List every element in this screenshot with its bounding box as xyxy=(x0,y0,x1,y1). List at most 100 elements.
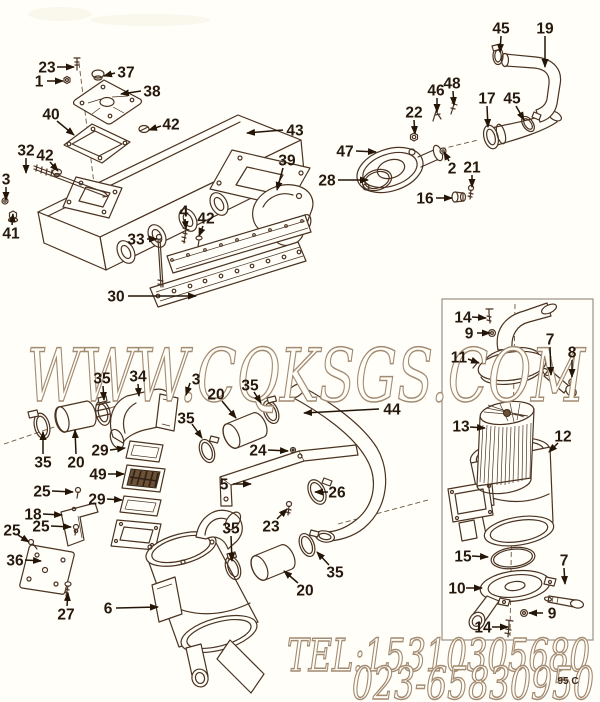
svg-text:35: 35 xyxy=(241,378,259,395)
callout-19: 19 xyxy=(536,21,554,68)
callout-45: 45 xyxy=(503,91,525,121)
svg-text:44: 44 xyxy=(383,402,401,419)
callout-23: 23 xyxy=(262,508,288,536)
svg-text:32: 32 xyxy=(17,143,34,160)
bolt-23b xyxy=(285,500,293,516)
corner-stamp: 95 C xyxy=(557,676,578,687)
cooler-body-6 xyxy=(145,509,265,694)
callout-11: 11 xyxy=(451,350,480,367)
bolt-14a xyxy=(485,308,494,324)
svg-text:35: 35 xyxy=(222,521,240,538)
callout-9: 9 xyxy=(528,606,557,623)
callout-26: 26 xyxy=(314,485,346,502)
svg-text:14: 14 xyxy=(454,310,472,327)
callout-42: 42 xyxy=(36,148,59,172)
svg-text:13: 13 xyxy=(452,419,470,436)
callout-4: 4 xyxy=(180,204,189,230)
callout-24: 24 xyxy=(249,443,289,460)
svg-text:42: 42 xyxy=(36,148,53,165)
svg-text:49: 49 xyxy=(89,467,107,484)
svg-text:28: 28 xyxy=(318,173,336,190)
callout-42: 42 xyxy=(148,117,180,134)
svg-text:38: 38 xyxy=(143,84,161,101)
svg-text:45: 45 xyxy=(503,91,521,108)
callout-15: 15 xyxy=(454,549,489,566)
callout-35: 35 xyxy=(177,411,203,439)
callout-8: 8 xyxy=(568,345,577,378)
callout-9: 9 xyxy=(465,326,491,343)
svg-text:10: 10 xyxy=(448,581,465,598)
callout-22: 22 xyxy=(405,105,423,135)
hose-44 xyxy=(286,383,387,543)
svg-text:39: 39 xyxy=(278,153,296,170)
svg-text:16: 16 xyxy=(416,191,434,208)
svg-text:34: 34 xyxy=(129,369,147,386)
nut-1 xyxy=(63,75,71,85)
parts-box-frame xyxy=(441,298,594,641)
callout-33: 33 xyxy=(127,232,158,249)
svg-text:29: 29 xyxy=(88,492,106,509)
plate-29a xyxy=(125,440,164,463)
callout-20: 20 xyxy=(67,429,85,472)
callout-7: 7 xyxy=(560,553,568,585)
callout-43: 43 xyxy=(246,123,304,140)
screen-grid-49 xyxy=(121,464,166,493)
faded-text-smudge xyxy=(90,14,210,26)
svg-text:20: 20 xyxy=(67,455,84,472)
callout-16: 16 xyxy=(416,191,453,208)
svg-text:9: 9 xyxy=(548,606,557,623)
svg-text:17: 17 xyxy=(478,91,495,108)
svg-text:6: 6 xyxy=(104,601,113,618)
bolt-24 xyxy=(289,446,297,454)
callout-41: 41 xyxy=(2,213,20,243)
air-cleaner-box-drawing xyxy=(441,298,594,641)
screw-25a xyxy=(74,486,82,499)
svg-text:35: 35 xyxy=(93,371,111,388)
callout-14: 14 xyxy=(454,310,487,327)
svg-text:42: 42 xyxy=(162,117,179,134)
svg-text:19: 19 xyxy=(536,21,554,38)
callout-29: 29 xyxy=(88,492,123,509)
callout-20: 20 xyxy=(283,570,314,600)
callout-40: 40 xyxy=(42,107,75,136)
intake-chain-drawing xyxy=(3,388,265,694)
callout-28: 28 xyxy=(318,173,369,190)
gasket-40 xyxy=(63,123,131,164)
callout-35: 35 xyxy=(34,431,52,472)
svg-text:47: 47 xyxy=(336,144,353,161)
svg-text:1: 1 xyxy=(35,74,44,91)
callout-42: 42 xyxy=(197,211,215,237)
callout-46: 46 xyxy=(427,83,445,113)
hose-clamp-35d xyxy=(198,435,220,464)
callout-21: 21 xyxy=(463,160,481,188)
svg-text:35: 35 xyxy=(34,455,52,472)
inlet-snorkel-cap xyxy=(472,302,558,386)
svg-text:2: 2 xyxy=(448,161,457,178)
bracket-18 xyxy=(60,502,99,547)
svg-text:8: 8 xyxy=(568,345,577,362)
svg-text:3: 3 xyxy=(192,372,201,389)
nut-22 xyxy=(409,132,419,142)
svg-text:20: 20 xyxy=(296,583,313,600)
bolt-7b xyxy=(543,595,585,609)
callout-3: 3 xyxy=(185,372,201,396)
bottom-cover-10 xyxy=(468,569,557,631)
filter-element-13 xyxy=(476,400,535,495)
svg-text:18: 18 xyxy=(24,507,42,524)
watermark-phone-2: 023-65830950 xyxy=(352,657,594,702)
callout-35: 35 xyxy=(316,551,344,582)
svg-text:37: 37 xyxy=(117,65,134,82)
svg-text:30: 30 xyxy=(107,289,124,306)
stud-32 xyxy=(33,164,109,198)
callout-35: 35 xyxy=(222,521,240,562)
manifold-flange-strip xyxy=(166,214,312,274)
callout-25: 25 xyxy=(3,523,30,543)
washer-8 xyxy=(568,378,576,386)
callout-30: 30 xyxy=(107,289,197,306)
hose-20b xyxy=(222,412,268,449)
screw-25b xyxy=(72,523,80,536)
svg-text:48: 48 xyxy=(443,76,461,93)
callout-20: 20 xyxy=(207,387,237,419)
